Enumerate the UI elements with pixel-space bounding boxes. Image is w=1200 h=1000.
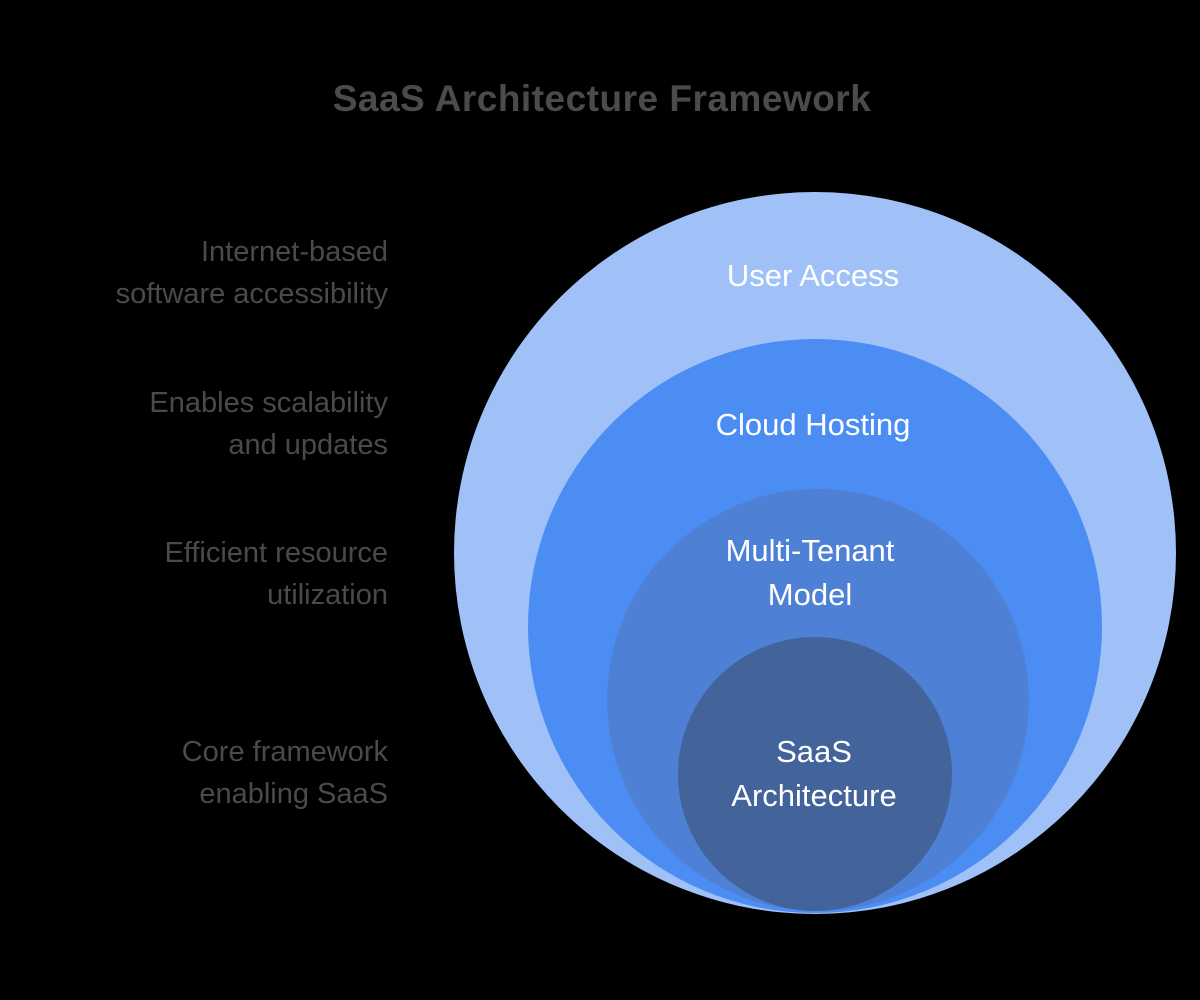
ring-label-line: Architecture — [731, 778, 897, 813]
annotation-line: Core framework — [181, 736, 388, 768]
annotation-cloud-hosting: Enables scalability and updates — [0, 382, 388, 466]
page-title: SaaS Architecture Framework — [332, 78, 872, 119]
ring-label-multi-tenant-model: Multi-Tenant Model — [560, 529, 1060, 617]
annotation-line: Enables scalability — [149, 387, 388, 419]
annotation-line: Internet-based — [200, 236, 388, 268]
annotations-column: Internet-based software accessibility En… — [0, 0, 388, 1000]
annotation-line: enabling SaaS — [199, 778, 388, 810]
ring-label-user-access: User Access — [563, 256, 1063, 296]
ring-label-line: Model — [767, 577, 853, 612]
annotation-user-access: Internet-based software accessibility — [0, 231, 388, 315]
ring-label-line: User Access — [726, 258, 900, 293]
ring-saas-architecture — [678, 637, 952, 911]
ring-label-line: Cloud Hosting — [715, 407, 911, 442]
annotation-saas-architecture: Core framework enabling SaaS — [0, 731, 388, 815]
ring-label-line: Multi-Tenant — [725, 533, 895, 568]
annotation-line: software accessibility — [115, 278, 388, 310]
ring-label-line: SaaS — [776, 734, 852, 769]
annotation-line: Efficient resource — [164, 537, 388, 569]
annotation-multi-tenant-model: Efficient resource utilization — [0, 532, 388, 616]
annotation-line: and updates — [228, 429, 388, 461]
annotation-line: utilization — [267, 579, 388, 611]
ring-label-saas-architecture: SaaS Architecture — [564, 730, 1064, 818]
ring-label-cloud-hosting: Cloud Hosting — [563, 405, 1063, 445]
